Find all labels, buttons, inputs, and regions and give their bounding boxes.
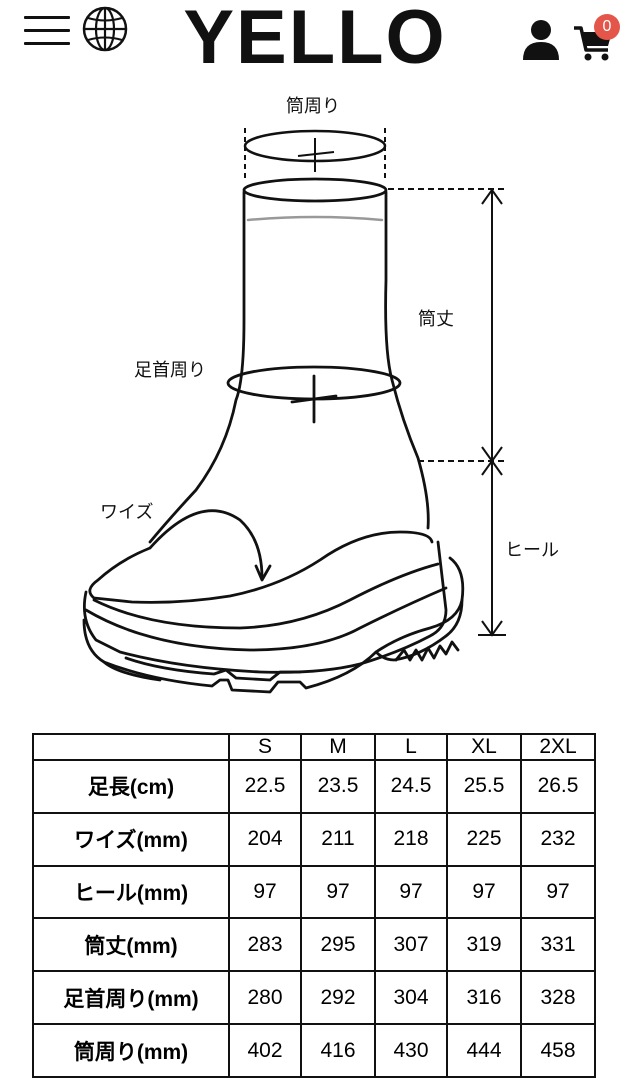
shaft-circumference-marker	[243, 128, 387, 180]
table-cell: 22.5	[228, 759, 302, 814]
row-label: ヒール(mm)	[32, 864, 230, 920]
boot-size-diagram: 筒周り 筒丈 足首周り ワイズ ヒール	[82, 96, 559, 694]
table-cell: 23.5	[300, 759, 376, 814]
table-cell: 430	[374, 1023, 448, 1078]
table-row: ヒール(mm) 97 97 97 97 97	[32, 864, 596, 920]
table-row: 筒周り(mm) 402 416 430 444 458	[32, 1023, 596, 1078]
size-chart-table: S M L XL 2XL 足長(cm) 22.5 23.5 24.5 25.5 …	[32, 733, 596, 1078]
table-cell: 97	[228, 864, 302, 920]
table-cell: 211	[300, 811, 376, 867]
table-cell: 292	[300, 970, 376, 1026]
row-label: 筒丈(mm)	[32, 917, 230, 973]
row-label: ワイズ(mm)	[32, 811, 230, 867]
table-cell: 316	[446, 970, 522, 1026]
row-label: 足長(cm)	[32, 759, 230, 814]
header-size-m: M	[300, 733, 376, 761]
table-cell: 24.5	[374, 759, 448, 814]
brand-logo[interactable]: YELLO	[183, 0, 447, 80]
row-label: 筒周り(mm)	[32, 1023, 230, 1078]
row-label: 足首周り(mm)	[32, 970, 230, 1026]
label-heel: ヒール	[505, 540, 559, 561]
table-row: 筒丈(mm) 283 295 307 319 331	[32, 917, 596, 973]
table-cell: 25.5	[446, 759, 522, 814]
user-icon[interactable]	[520, 18, 562, 62]
label-shaft-height: 筒丈	[418, 309, 454, 330]
table-cell: 402	[228, 1023, 302, 1078]
table-cell: 295	[300, 917, 376, 973]
header-size-xl: XL	[446, 733, 522, 761]
table-cell: 232	[520, 811, 596, 867]
table-cell: 97	[520, 864, 596, 920]
table-cell: 328	[520, 970, 596, 1026]
height-dimension-lines	[388, 188, 506, 637]
table-header-row: S M L XL 2XL	[32, 733, 596, 761]
table-cell: 283	[228, 917, 302, 973]
table-row: 足長(cm) 22.5 23.5 24.5 25.5 26.5	[32, 759, 596, 814]
menu-icon[interactable]	[24, 10, 72, 50]
header-size-l: L	[374, 733, 448, 761]
table-row: 足首周り(mm) 280 292 304 316 328	[32, 970, 596, 1026]
table-cell: 26.5	[520, 759, 596, 814]
globe-icon[interactable]	[82, 6, 128, 52]
label-width: ワイズ	[100, 502, 153, 523]
site-header: YELLO 0	[0, 0, 626, 80]
table-cell: 319	[446, 917, 522, 973]
label-shaft-circumference: 筒周り	[286, 96, 340, 117]
header-corner	[32, 733, 230, 761]
table-row: ワイズ(mm) 204 211 218 225 232	[32, 811, 596, 867]
table-cell: 444	[446, 1023, 522, 1078]
label-ankle-circumference: 足首周り	[134, 360, 206, 381]
table-cell: 97	[374, 864, 448, 920]
boot-outline	[82, 177, 465, 694]
table-cell: 304	[374, 970, 448, 1026]
table-cell: 218	[374, 811, 448, 867]
table-cell: 458	[520, 1023, 596, 1078]
table-cell: 97	[300, 864, 376, 920]
header-size-s: S	[228, 733, 302, 761]
table-cell: 97	[446, 864, 522, 920]
cart-count-badge: 0	[594, 14, 620, 40]
table-cell: 204	[228, 811, 302, 867]
table-cell: 225	[446, 811, 522, 867]
table-cell: 280	[228, 970, 302, 1026]
table-cell: 416	[300, 1023, 376, 1078]
table-cell: 307	[374, 917, 448, 973]
table-cell: 331	[520, 917, 596, 973]
header-size-2xl: 2XL	[520, 733, 596, 761]
